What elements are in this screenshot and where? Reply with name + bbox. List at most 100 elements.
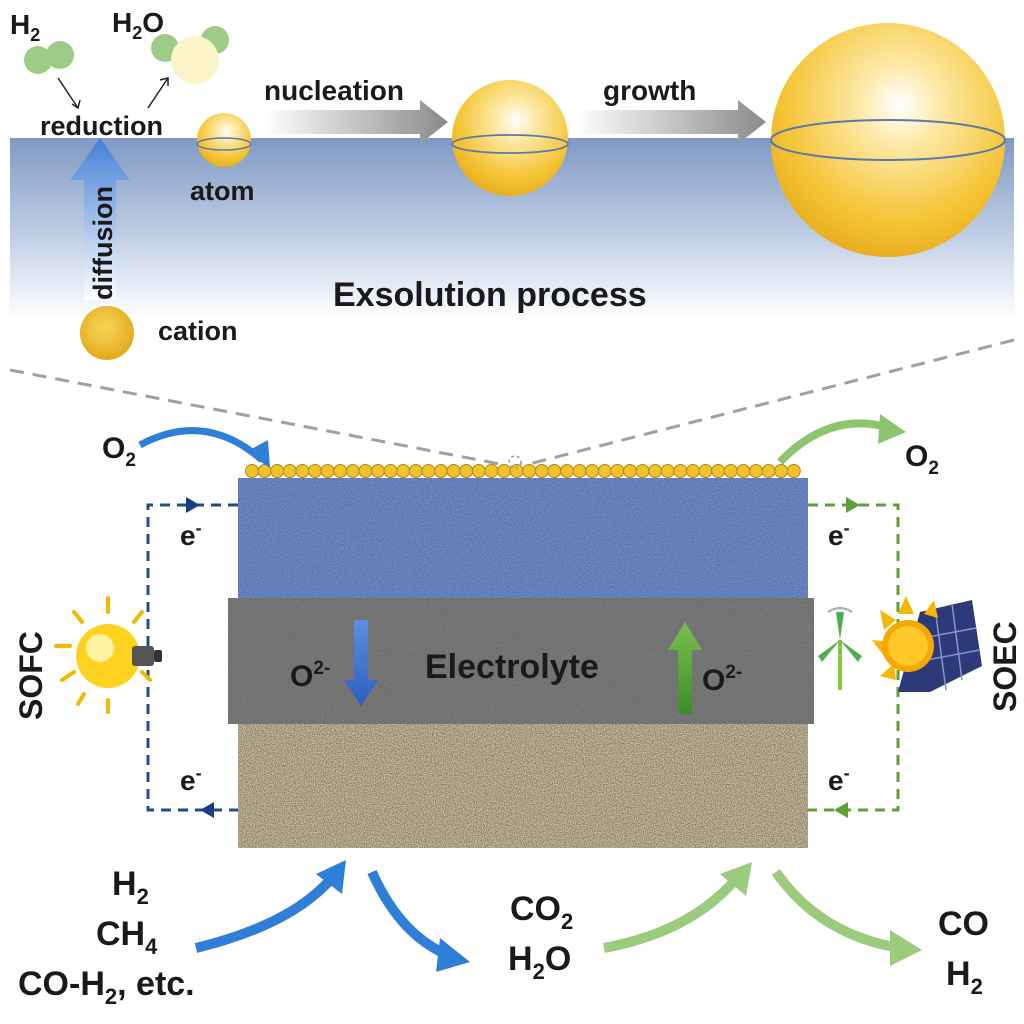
nanoparticle — [308, 464, 322, 478]
electrolyte-layer — [228, 598, 814, 724]
sofc-electron-arrow-top — [186, 497, 200, 513]
exhaust-out-arrow — [367, 869, 451, 960]
reduction-to-h2o-arrow — [147, 77, 169, 109]
oxide-ion-down-arrow — [344, 620, 378, 706]
nucleus-particle — [451, 80, 569, 196]
soec-label: SOEC — [987, 621, 1023, 712]
fuel-coh2-label: CO-H2, etc. — [18, 965, 195, 1009]
soec-electron-arrow-top — [846, 497, 860, 513]
o2-left-label: O2 — [102, 432, 136, 471]
nanoparticle — [547, 464, 562, 478]
fuel-electrode-layer — [238, 724, 808, 848]
nanoparticle — [761, 464, 776, 478]
cation-label: cation — [158, 316, 238, 346]
nanoparticle — [446, 464, 461, 478]
oxide-ion-left-label: O2- — [290, 658, 330, 693]
h2-molecule — [24, 41, 74, 74]
nanoparticle — [660, 464, 675, 478]
nanoparticle — [434, 464, 448, 478]
nanoparticle — [585, 464, 600, 478]
nanoparticle — [320, 464, 335, 478]
nucleation-arrow — [264, 100, 448, 144]
nanoparticle — [623, 464, 637, 478]
nanoparticle — [358, 464, 373, 478]
nanoparticle — [345, 464, 360, 478]
zoom-line-left — [9, 368, 506, 467]
soec-electron-arrow-bottom — [834, 802, 848, 818]
electron-top-left: e- — [180, 518, 202, 551]
nanoparticle — [421, 464, 436, 478]
nanoparticle — [673, 464, 688, 478]
cation-particle — [80, 306, 134, 360]
nanoparticle — [270, 464, 285, 478]
o2-in-arrow — [138, 427, 265, 463]
nanoparticle — [786, 464, 801, 478]
h2-label: H2 — [10, 9, 40, 45]
nanoparticle — [635, 464, 650, 478]
nanoparticle — [459, 464, 474, 478]
fuel-ch4-label: CH4 — [96, 915, 158, 959]
out-h2o-label: H2O — [508, 940, 571, 984]
nanoparticle — [736, 464, 751, 478]
zoom-target-circle — [508, 455, 522, 469]
nanoparticle — [774, 464, 789, 478]
nanoparticle — [383, 464, 398, 478]
fuel-in-arrow — [194, 876, 334, 953]
nanoparticle — [396, 464, 411, 478]
zoom-line-right — [524, 338, 1015, 467]
atom-label: atom — [190, 176, 255, 206]
nanoparticle — [723, 464, 738, 478]
light-bulb-icon — [54, 596, 162, 714]
nanoparticle — [282, 464, 297, 478]
oxide-ion-up-arrow — [668, 622, 702, 714]
atom-particle — [196, 113, 252, 167]
nanoparticle — [597, 464, 612, 478]
o2-out-arrow — [777, 419, 892, 465]
exsolved-nanoparticle-row — [245, 464, 801, 478]
nanoparticle — [572, 464, 587, 478]
nanoparticle — [698, 464, 713, 478]
nucleation-label: nucleation — [264, 75, 404, 106]
sofc-electron-arrow-bottom — [200, 802, 214, 818]
soec-product-arrow — [771, 869, 901, 953]
nanoparticle — [408, 464, 423, 478]
growth-arrow — [576, 100, 766, 144]
grown-particle — [770, 23, 1006, 257]
out-co2-label: CO2 — [510, 890, 573, 934]
nanoparticle — [749, 464, 763, 478]
sofc-label: SOFC — [13, 631, 49, 720]
nanoparticle — [484, 464, 499, 478]
nanoparticle — [686, 464, 700, 478]
nanoparticle — [497, 464, 511, 478]
nanoparticle — [371, 464, 385, 478]
o2-right-label: O2 — [905, 440, 939, 479]
fuel-h2-label: H2 — [112, 865, 149, 909]
nanoparticle — [534, 464, 549, 478]
reduction-label: reduction — [40, 111, 163, 141]
sun-icon — [872, 596, 938, 680]
h2-to-reduction-arrow — [57, 77, 79, 109]
soec-feed-arrow — [603, 876, 739, 953]
growth-label: growth — [603, 75, 696, 106]
nanoparticle — [295, 464, 310, 478]
nanoparticle — [471, 464, 486, 478]
electrolyte-label: Electrolyte — [425, 648, 599, 686]
product-co-label: CO — [938, 905, 989, 943]
nanoparticle — [648, 464, 663, 478]
diffusion-label: diffusion — [88, 186, 118, 300]
nanoparticle — [522, 464, 537, 478]
electron-bottom-left: e- — [180, 763, 202, 796]
diffusion-arrow — [70, 138, 130, 300]
nanoparticle — [610, 464, 625, 478]
nanoparticle — [245, 464, 259, 478]
h2o-molecule — [151, 26, 229, 84]
air-electrode-layer — [238, 478, 808, 598]
nanoparticle — [560, 464, 574, 478]
h2o-label: H2O — [112, 7, 164, 43]
nanoparticle — [711, 464, 726, 478]
electron-bottom-right: e- — [828, 763, 850, 796]
electron-top-right: e- — [828, 518, 850, 551]
wind-turbine-icon — [818, 607, 862, 690]
product-h2-label: H2 — [946, 955, 983, 999]
